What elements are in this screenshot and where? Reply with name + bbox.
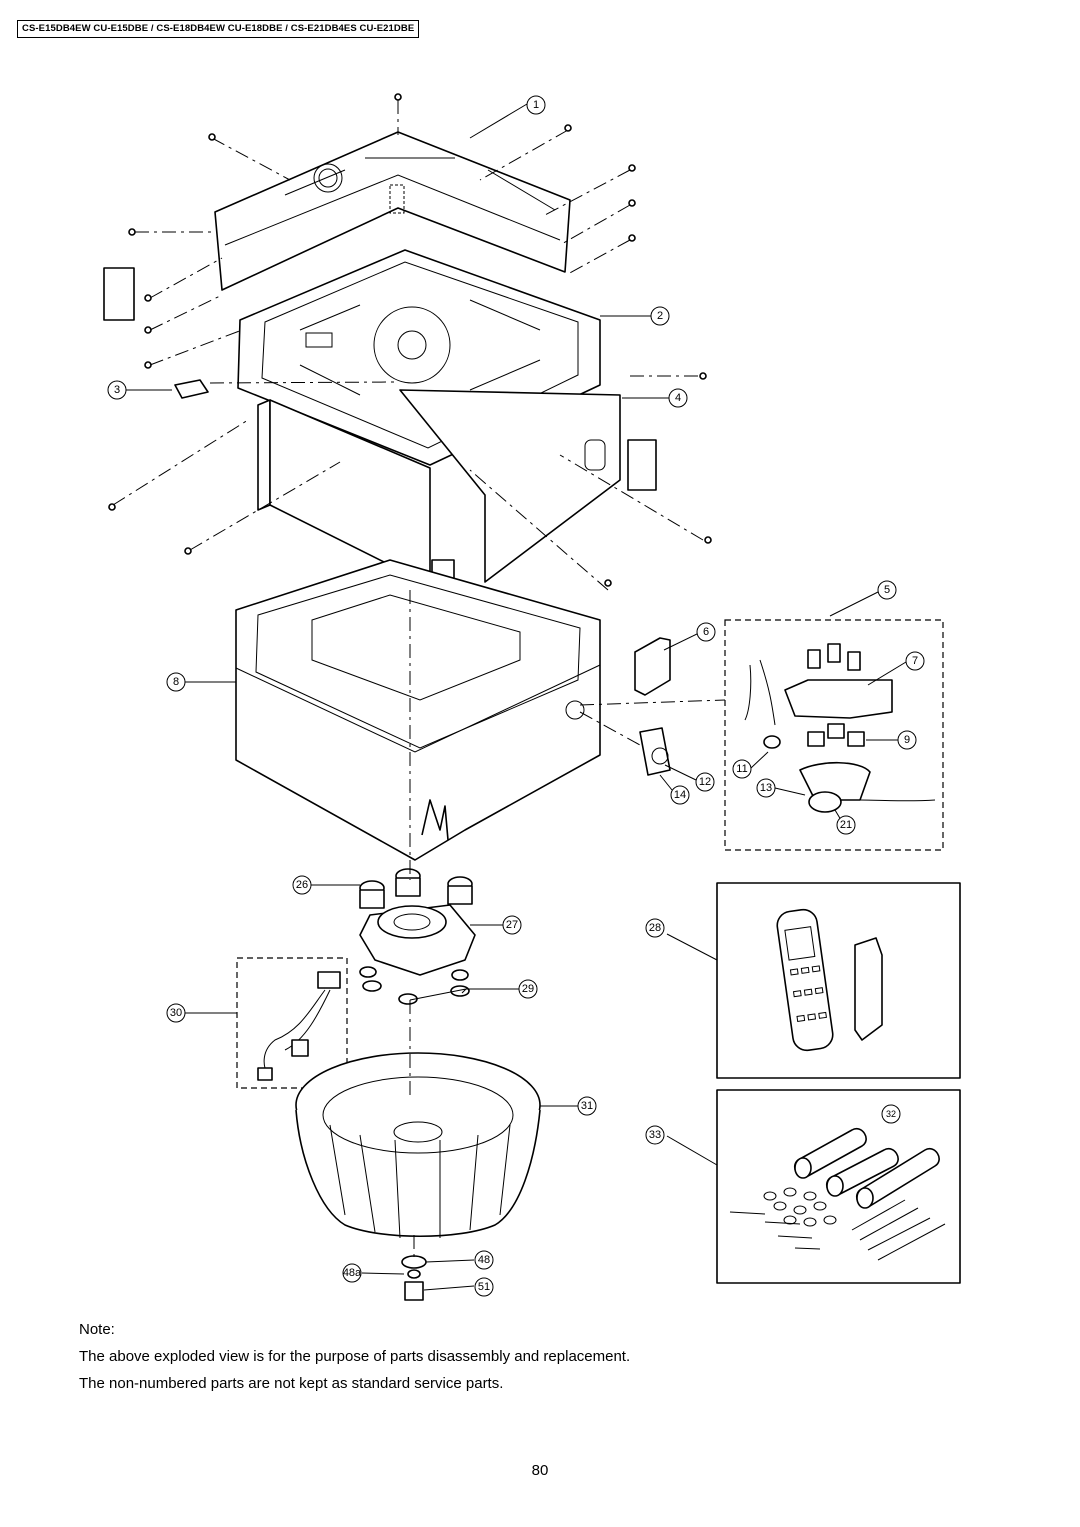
turbo-fan-drawing	[295, 1052, 541, 1239]
svg-text:4: 4	[675, 392, 681, 404]
svg-text:51: 51	[478, 1281, 490, 1293]
svg-text:5: 5	[884, 584, 890, 596]
svg-text:33: 33	[649, 1129, 661, 1141]
callout-12: 51	[474, 1277, 494, 1297]
middle-body-drawing	[257, 389, 621, 601]
note-section: Note: The above exploded view is for the…	[79, 1316, 630, 1397]
callout-31: 21	[836, 815, 856, 835]
note-heading: Note:	[79, 1321, 115, 1338]
assembly-lines	[112, 100, 726, 1258]
callout-14: 48	[474, 1250, 494, 1270]
remote-control-panel	[716, 882, 961, 1079]
callout-6: 27	[502, 915, 522, 935]
note-line-1: The above exploded view is for the purpo…	[79, 1348, 631, 1365]
page-number: 80	[531, 1462, 549, 1479]
callout-28: 13	[756, 778, 776, 798]
screws	[103, 93, 712, 587]
callout-26: 5	[877, 580, 897, 600]
svg-text:6: 6	[703, 626, 709, 638]
callouts: 1 2 3 4 5 6 7 8 9 11 12 13 14 21 26 27 2…	[107, 95, 925, 1297]
fan-motor-drawing	[359, 868, 476, 1005]
svg-text:3: 3	[114, 384, 120, 396]
callout-1: 2	[650, 306, 670, 326]
callout-7: 26	[292, 875, 312, 895]
svg-text:27: 27	[506, 919, 518, 931]
svg-text:21: 21	[840, 819, 852, 831]
callout-9: 29	[518, 979, 538, 999]
callout-51: 28	[645, 918, 665, 938]
svg-text:48: 48	[478, 1254, 490, 1266]
callout-21: 6	[696, 622, 716, 642]
svg-text:13: 13	[760, 782, 772, 794]
callout-27: 7	[905, 651, 925, 671]
svg-text:1: 1	[533, 99, 539, 111]
note-line-2: The non-numbered parts are not kept as s…	[79, 1375, 504, 1392]
svg-text:9: 9	[904, 734, 910, 746]
svg-text:7: 7	[912, 655, 918, 667]
svg-text:32: 32	[886, 1109, 896, 1119]
model-header: CS-E15DB4EW CU-E15DBE / CS-E18DB4EW CU-E…	[17, 20, 420, 38]
svg-text:48a: 48a	[343, 1267, 362, 1279]
drain-pump-kit-drawing	[634, 619, 944, 851]
callout-48a: 32	[881, 1104, 901, 1124]
lead-wire-drawing	[236, 957, 348, 1089]
svg-text:28: 28	[649, 922, 661, 934]
accessory-kit-panel	[716, 1089, 961, 1284]
callout-8: 3	[107, 380, 127, 400]
fan-fasteners-drawing	[401, 1255, 427, 1301]
svg-text:11: 11	[736, 763, 747, 775]
callout-3: 1	[526, 95, 546, 115]
callout-11: 31	[577, 1096, 597, 1116]
callout-13: 48a	[342, 1263, 362, 1283]
svg-text:31: 31	[581, 1100, 593, 1112]
callout-48: 33	[645, 1125, 665, 1145]
callout-32: 14	[670, 785, 690, 805]
leader-lines	[126, 103, 907, 1291]
washers-drawing	[763, 1187, 837, 1227]
callout-2: 8	[166, 672, 186, 692]
svg-text:8: 8	[173, 676, 179, 688]
callout-30: 11	[732, 759, 752, 779]
svg-text:14: 14	[674, 789, 686, 801]
svg-text:26: 26	[296, 879, 308, 891]
callout-4: 4	[668, 388, 688, 408]
svg-text:29: 29	[522, 983, 534, 995]
callout-29: 9	[897, 730, 917, 750]
callout-5: 30	[166, 1003, 186, 1023]
callout-33: 12	[695, 772, 715, 792]
svg-text:12: 12	[699, 776, 711, 788]
svg-text:30: 30	[170, 1007, 182, 1019]
svg-text:2: 2	[657, 310, 663, 322]
base-casing-drawing	[235, 559, 601, 861]
